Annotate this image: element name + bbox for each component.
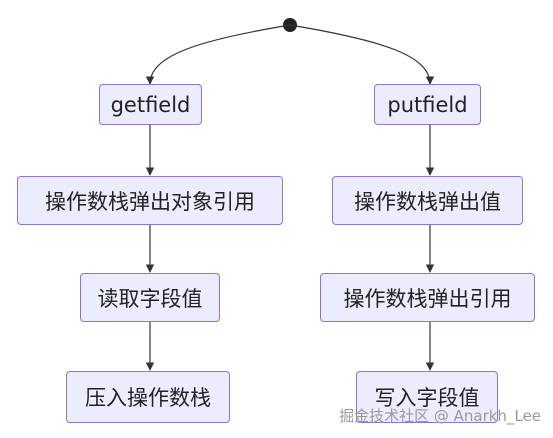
node-write-field-value: 写入字段值 (356, 371, 498, 423)
node-pop-object-ref: 操作数栈弹出对象引用 (17, 176, 283, 225)
node-pop-value: 操作数栈弹出值 (332, 176, 523, 225)
node-push-operand-stack: 压入操作数栈 (66, 371, 230, 423)
edge-start-getfield (145, 24, 291, 85)
node-putfield: putfield (374, 84, 481, 125)
node-getfield: getfield (99, 84, 202, 125)
node-read-field-value: 读取字段值 (80, 273, 220, 322)
node-pop-reference: 操作数栈弹出引用 (320, 273, 535, 322)
watermark: 掘金技术社区 @ Anarkh_Lee (339, 407, 541, 425)
edge-start-putfield (289, 24, 435, 85)
